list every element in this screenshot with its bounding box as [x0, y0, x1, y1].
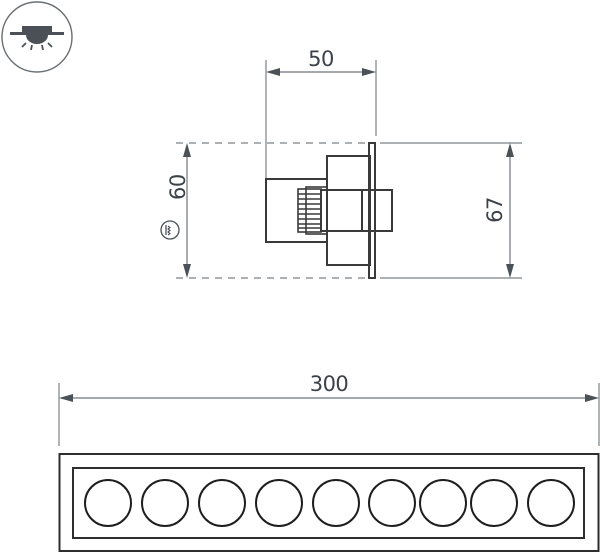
- width-dimension-label: 50: [308, 47, 334, 71]
- height-dimension-label: 67: [483, 197, 507, 223]
- led-lens: [312, 479, 360, 527]
- height-dimension: 67: [380, 142, 522, 279]
- bottom-view: 300: [58, 372, 600, 552]
- led-lens: [470, 479, 518, 527]
- cutout-symbol-icon: [160, 220, 180, 240]
- lamp-body-side: [265, 142, 393, 279]
- length-dimension: 300: [58, 372, 600, 446]
- width-dimension: 50: [265, 47, 377, 178]
- length-dimension-label: 300: [310, 372, 349, 396]
- led-lens-row: [84, 479, 575, 527]
- mount-type-icon: [1, 1, 73, 73]
- cutout-dimension-label: 60: [166, 174, 190, 200]
- led-lens: [198, 479, 246, 527]
- housing-inner-frame: [72, 467, 585, 539]
- led-lens: [255, 479, 303, 527]
- cutout-dimension: 60: [160, 143, 191, 278]
- housing-outer-frame: [58, 453, 600, 552]
- side-view: 50 60: [160, 47, 522, 279]
- led-lens: [84, 479, 132, 527]
- led-lens: [419, 479, 467, 527]
- led-lens: [141, 479, 189, 527]
- led-lens: [368, 479, 416, 527]
- led-lens: [527, 479, 575, 527]
